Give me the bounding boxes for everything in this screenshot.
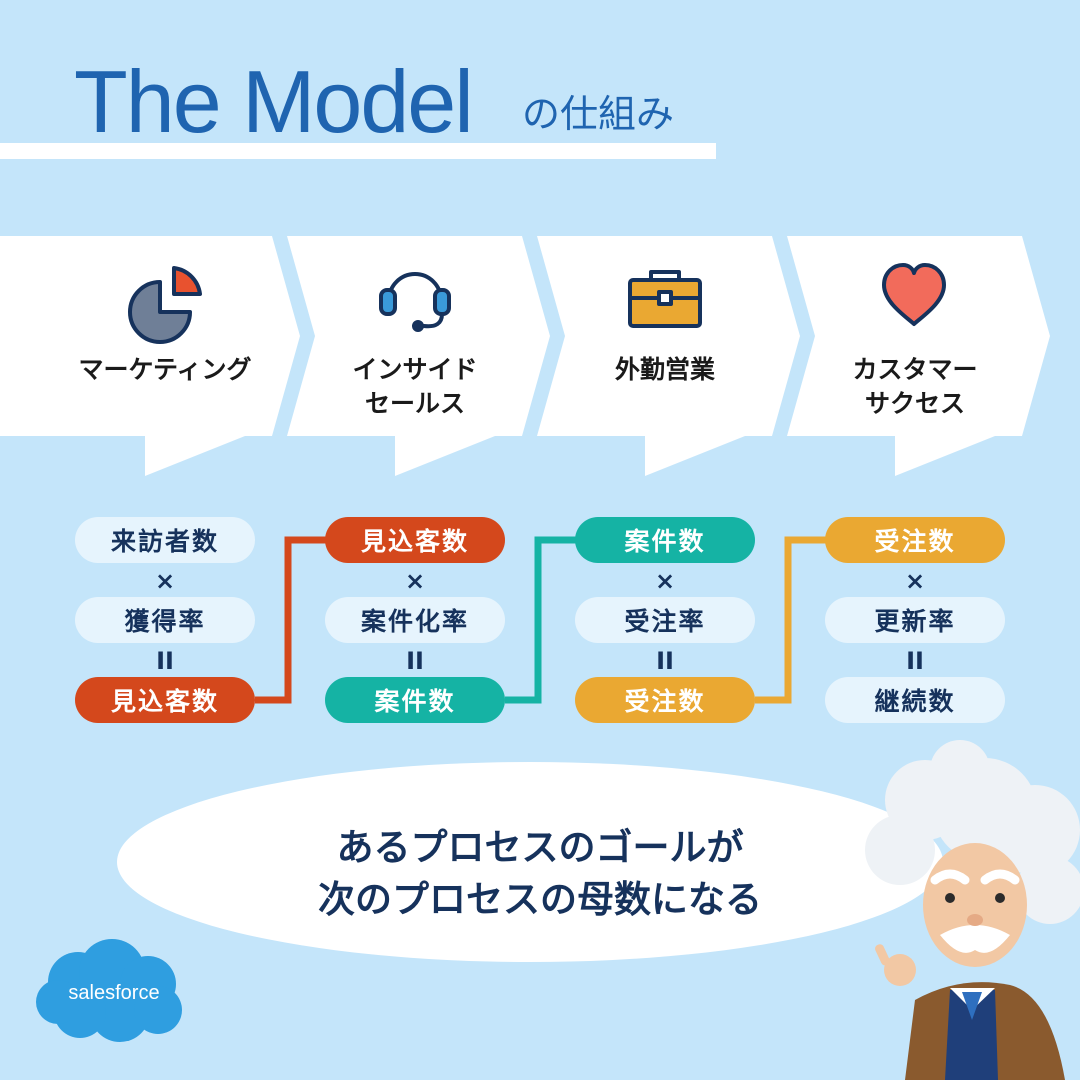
stage-chevron-inside-sales <box>287 236 550 476</box>
equals-operator: II <box>906 647 924 675</box>
message-text: あるプロセスのゴールが 次のプロセスの母数になる <box>318 826 762 921</box>
formula-1-result: 見込客数 <box>75 677 255 723</box>
stage-chevrons <box>0 236 1050 476</box>
multiply-operator: × <box>904 567 926 595</box>
multiply-operator: × <box>404 567 426 595</box>
equals-operator: II <box>156 647 174 675</box>
headset-icon <box>379 272 451 332</box>
salesforce-cloud-icon <box>36 939 182 1042</box>
stage-chevron-field-sales <box>537 236 800 476</box>
multiply-operator: × <box>154 567 176 595</box>
equals-operator: II <box>656 647 674 675</box>
title-underline <box>0 143 716 159</box>
multiply-operator: × <box>654 567 676 595</box>
formula-3-rate: 受注率 <box>575 597 755 643</box>
stage-label-inside-sales: インサイド セールス <box>352 355 478 418</box>
stage-label-marketing: マーケティング <box>78 355 252 384</box>
pie-chart-icon <box>128 266 202 344</box>
heart-icon <box>882 263 946 326</box>
message-bubble <box>117 762 943 962</box>
title-suffix: の仕組み <box>522 92 675 136</box>
formula-3-input: 案件数 <box>575 517 755 563</box>
equals-operator: II <box>406 647 424 675</box>
salesforce-logo[interactable]: salesforce <box>68 982 160 1004</box>
stage-label-field-sales: 外勤営業 <box>614 355 715 384</box>
connector-teal <box>505 536 580 704</box>
formula-2-rate: 案件化率 <box>325 597 505 643</box>
stage-chevron-customer-success <box>787 236 1050 476</box>
formula-3-result: 受注数 <box>575 677 755 723</box>
formula-1-rate: 獲得率 <box>75 597 255 643</box>
formula-4-rate: 更新率 <box>825 597 1005 643</box>
stage-chevron-marketing <box>0 236 300 476</box>
briefcase-icon <box>628 270 702 328</box>
stage-label-customer-success: カスタマー サクセス <box>852 355 978 418</box>
formula-4-result: 継続数 <box>825 677 1005 723</box>
mascot-character <box>865 740 1080 1080</box>
connector-orange <box>755 536 830 704</box>
formula-4-input: 受注数 <box>825 517 1005 563</box>
formula-2-result: 案件数 <box>325 677 505 723</box>
formula-2-input: 見込客数 <box>325 517 505 563</box>
connector-red <box>255 536 330 704</box>
title-main: The Model <box>74 52 474 151</box>
formula-1-input: 来訪者数 <box>75 517 255 563</box>
